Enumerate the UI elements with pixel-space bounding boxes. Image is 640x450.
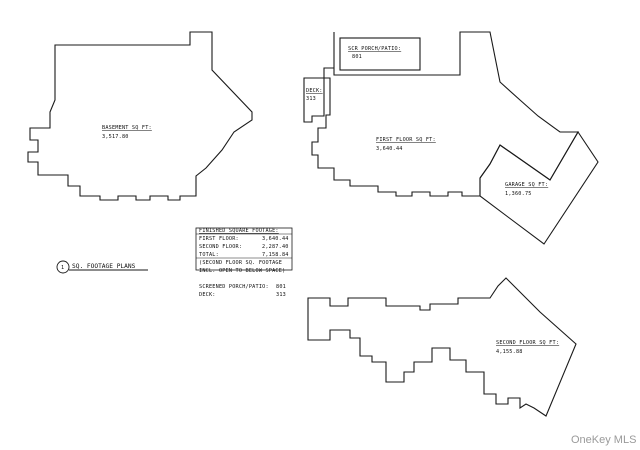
garage-value: 1,360.75 — [505, 191, 532, 197]
deck-label: DECK: — [306, 88, 323, 94]
drawing-number-circle — [56, 260, 70, 274]
second-floor-value: 4,155.88 — [496, 349, 523, 355]
summary-table-title: FINISHED SQUARE FOOTAGE: — [199, 228, 279, 234]
garage-outline — [479, 130, 599, 245]
first-floor-outline — [311, 31, 579, 197]
drawing-title: SQ. FOOTAGE PLANS — [72, 263, 136, 270]
summary-table-border — [195, 227, 293, 271]
summary-row-label: FIRST FLOOR: — [199, 236, 239, 242]
second-floor-outline — [307, 277, 577, 417]
extra-label: SCREENED PORCH/PATIO: — [199, 284, 269, 290]
summary-row-value: 3,640.44 — [262, 236, 289, 242]
basement-label: BASEMENT SQ FT: — [102, 125, 152, 131]
deck-value: 313 — [306, 96, 316, 102]
summary-note: (SECOND FLOOR SQ. FOOTAGE — [199, 260, 282, 266]
summary-row-label: SECOND FLOOR: — [199, 244, 242, 250]
screened-porch-outline — [339, 37, 421, 71]
summary-note: INCL. OPEN TO BELOW SPACE) — [199, 268, 285, 274]
mls-watermark: OneKey MLS — [571, 434, 636, 446]
extra-value: 313 — [276, 292, 286, 298]
summary-row-value: 2,287.40 — [262, 244, 289, 250]
first-floor-label: FIRST FLOOR SQ FT: — [376, 137, 436, 143]
screened-porch-value: 801 — [352, 54, 362, 60]
summary-row-value: 7,158.84 — [262, 252, 289, 258]
drawing-number: 1 — [61, 265, 64, 271]
summary-row-label: TOTAL: — [199, 252, 219, 258]
extra-value: 801 — [276, 284, 286, 290]
basement-value: 3,517.80 — [102, 134, 129, 140]
basement-outline — [27, 31, 253, 201]
first-floor-value: 3,640.44 — [376, 146, 403, 152]
screened-porch-label: SCR PORCH/PATIO: — [348, 46, 401, 52]
second-floor-label: SECOND FLOOR SQ FT: — [496, 340, 559, 346]
garage-label: GARAGE SQ FT: — [505, 182, 548, 188]
extra-label: DECK: — [199, 292, 216, 298]
